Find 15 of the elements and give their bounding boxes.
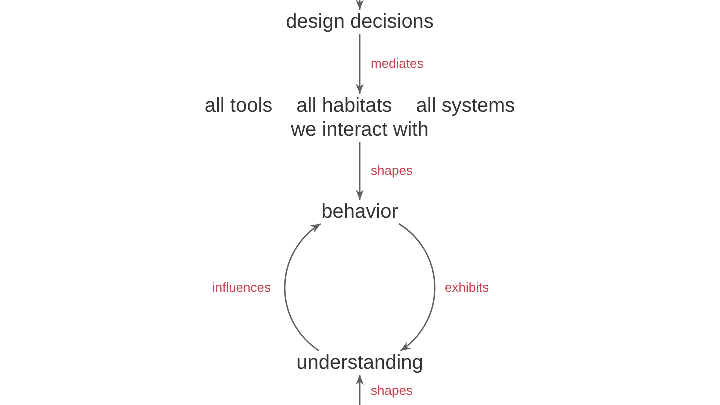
arrow — [398, 223, 436, 352]
arrow — [356, 142, 364, 200]
node-label: design decisions — [286, 10, 434, 34]
node-label: behavior — [322, 200, 398, 224]
arrow — [356, 0, 364, 10]
edge-label: shapes — [371, 382, 413, 398]
arrow — [284, 223, 322, 352]
arrow — [356, 375, 364, 405]
node-label: we interact with — [291, 118, 429, 142]
node-label: all habitats — [296, 94, 392, 118]
node-label: all tools — [204, 94, 273, 118]
node-label: understanding — [296, 351, 424, 375]
arrow — [356, 34, 364, 94]
edge-label: shapes — [371, 163, 413, 179]
node-label: all systems — [416, 94, 516, 118]
